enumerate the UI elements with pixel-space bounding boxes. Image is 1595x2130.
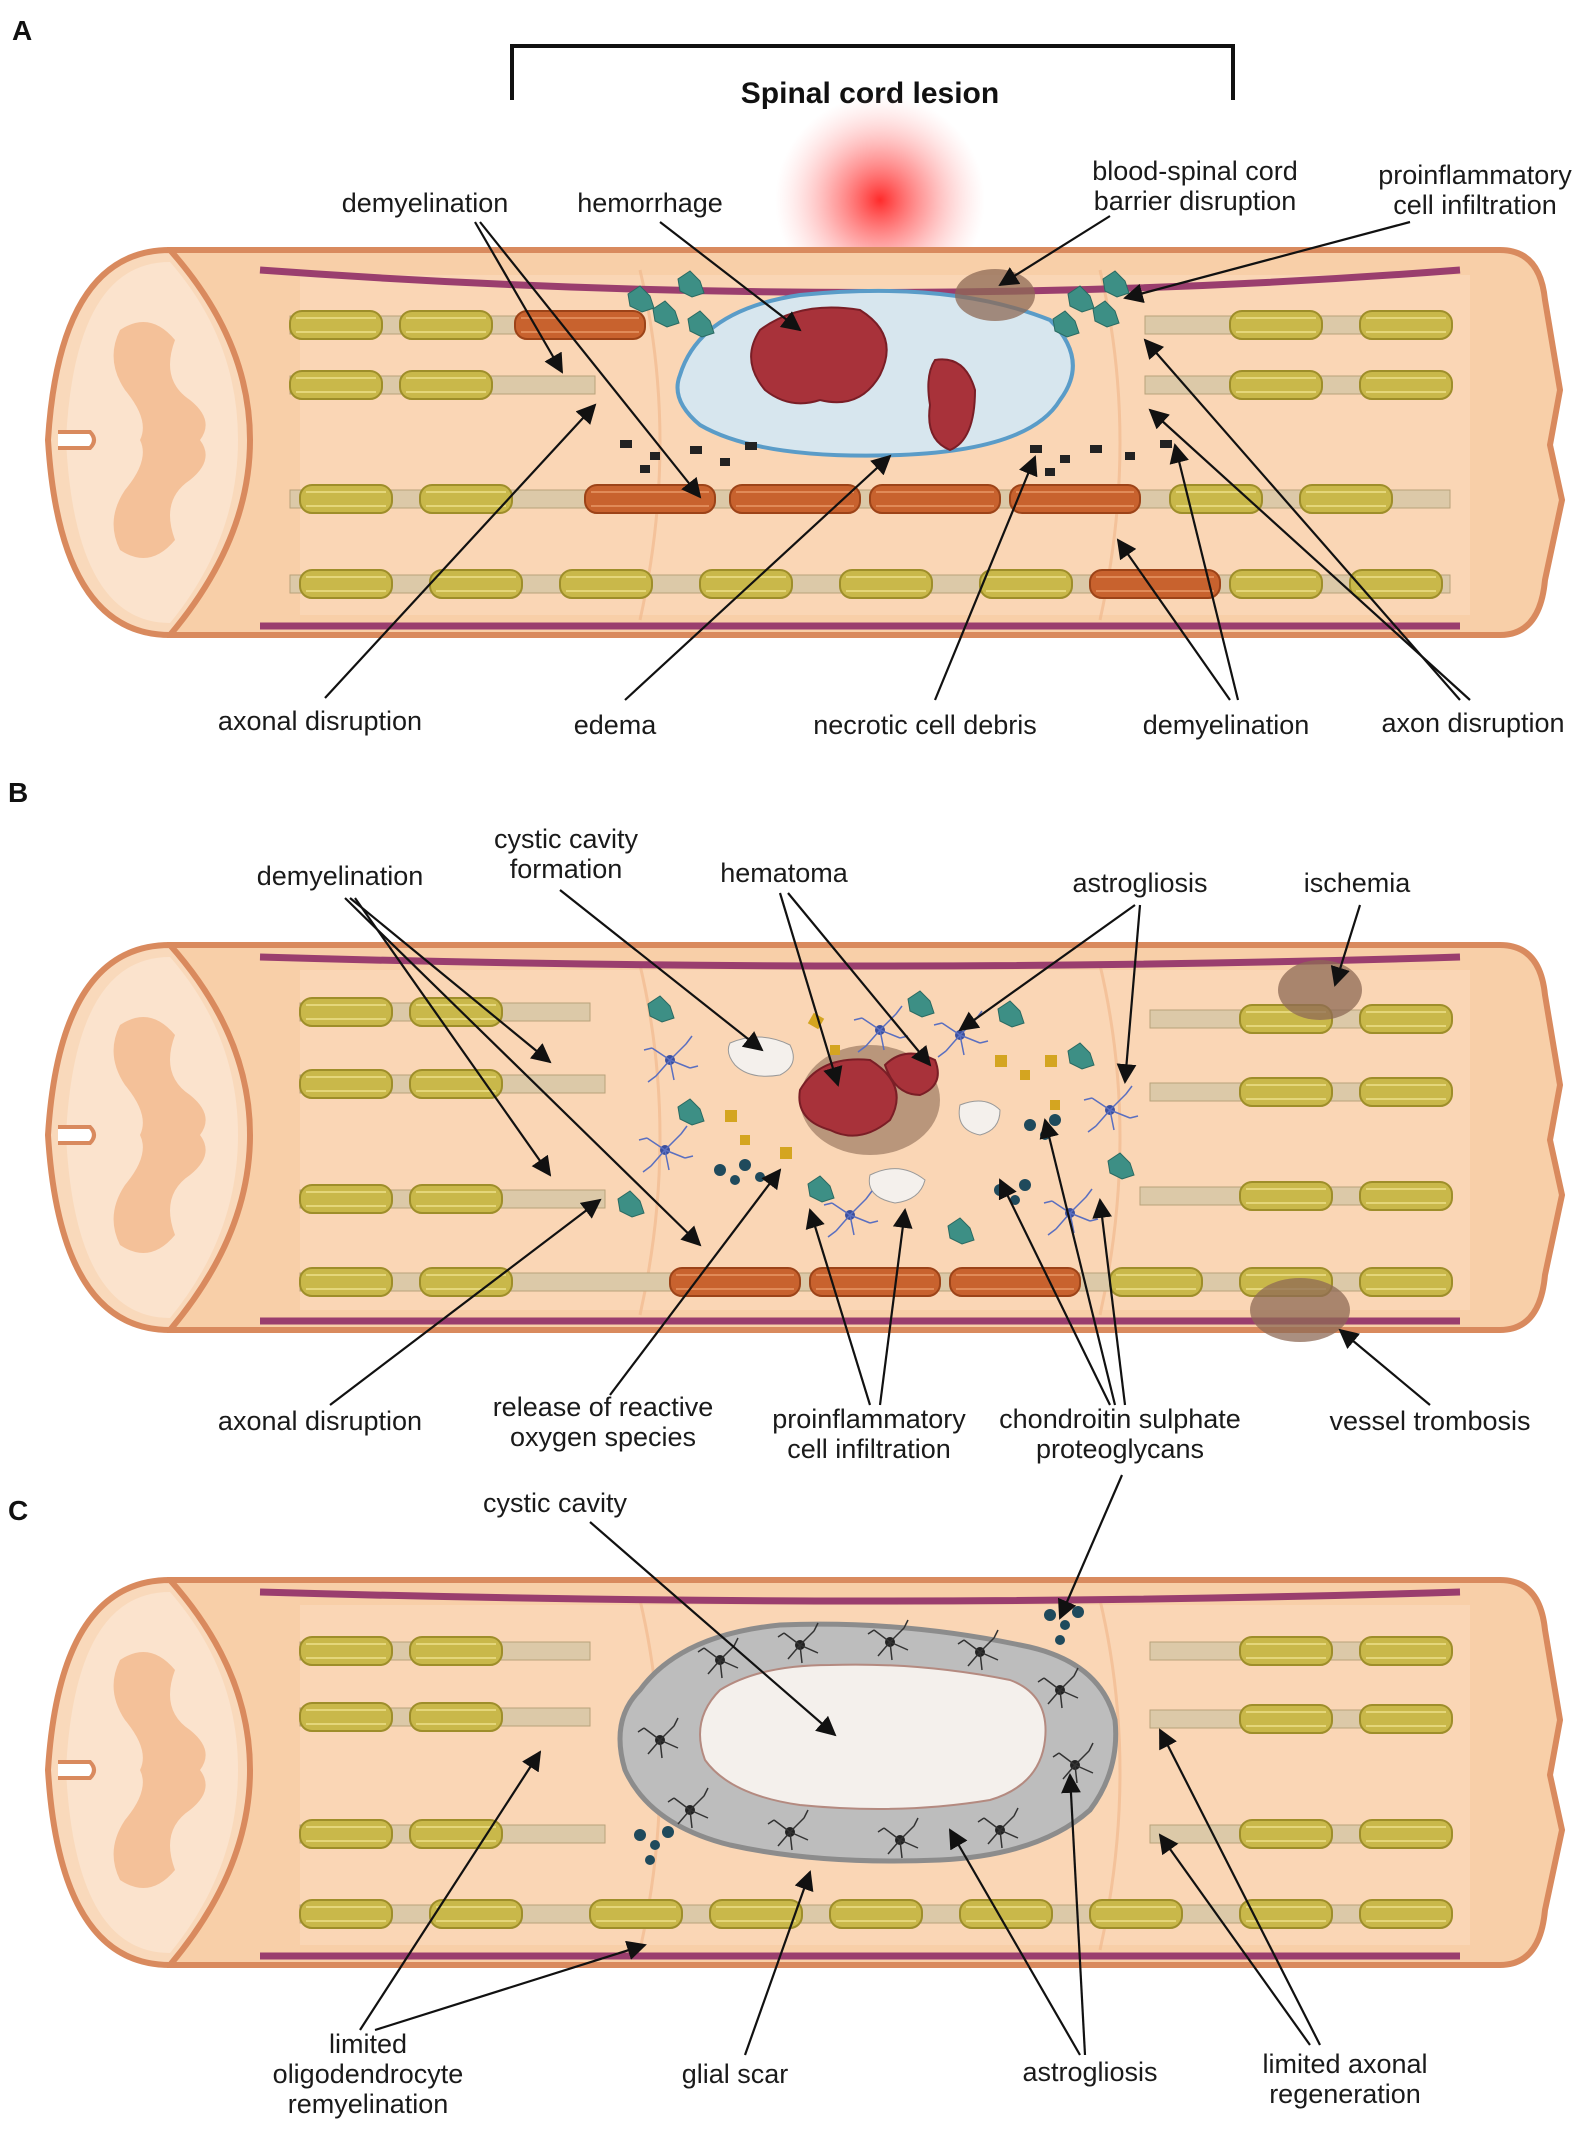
label-c-oligo-3: remyelination (288, 2089, 449, 2119)
cord-b (48, 945, 1562, 1342)
label-b-proinflam-1: proinflammatory (772, 1404, 966, 1434)
label-b-demyelination: demyelination (257, 861, 424, 891)
label-a-bscb-1: blood-spinal cord (1092, 156, 1298, 186)
panel-b-letter: B (8, 777, 28, 808)
label-b-cystic-2: formation (510, 854, 623, 884)
label-b-cspg-1: chondroitin sulphate (999, 1404, 1241, 1434)
label-c-oligo-2: oligodendrocyte (273, 2059, 464, 2089)
panel-c-letter: C (8, 1495, 28, 1526)
arrows-c (359, 1474, 1321, 2056)
label-a-proinflam-1: proinflammatory (1378, 160, 1572, 190)
label-a-edema: edema (574, 710, 658, 740)
label-c-astrogliosis: astrogliosis (1022, 2057, 1157, 2087)
panel-a: A Spinal cord lesion (12, 15, 1572, 740)
label-a-axonal-disruption: axonal disruption (218, 706, 422, 736)
hemorrhage-blob-2 (927, 358, 977, 452)
panel-a-letter: A (12, 15, 32, 46)
label-a-bscb-2: barrier disruption (1094, 186, 1297, 216)
thrombosis-region (1250, 1278, 1350, 1342)
label-c-oligo-1: limited (329, 2029, 407, 2059)
lesion-bracket (510, 44, 1235, 100)
label-a-hemorrhage: hemorrhage (577, 188, 723, 218)
label-b-astrogliosis: astrogliosis (1072, 868, 1207, 898)
label-a-proinflam-2: cell infiltration (1393, 190, 1557, 220)
label-c-glial-scar: glial scar (682, 2059, 789, 2089)
cystic-cavity (699, 1663, 1047, 1810)
arrows-a (324, 215, 1471, 701)
hemorrhage-blob (750, 306, 888, 405)
label-c-regen-1: limited axonal (1262, 2049, 1427, 2079)
label-a-axon-disruption: axon disruption (1381, 708, 1564, 738)
label-b-ros-1: release of reactive (493, 1392, 714, 1422)
label-b-cystic-1: cystic cavity (494, 824, 639, 854)
label-b-axonal-disruption: axonal disruption (218, 1406, 422, 1436)
label-b-ros-2: oxygen species (510, 1422, 696, 1452)
bscb-disruption (955, 269, 1035, 321)
label-a-demyelination-top: demyelination (342, 188, 509, 218)
label-a-necrotic: necrotic cell debris (813, 710, 1037, 740)
arrows-b (329, 889, 1431, 1406)
label-c-regen-2: regeneration (1269, 2079, 1421, 2109)
cord-a (48, 250, 1562, 635)
label-b-ischemia: ischemia (1304, 868, 1412, 898)
label-b-proinflam-2: cell infiltration (787, 1434, 951, 1464)
label-b-cspg-2: proteoglycans (1036, 1434, 1204, 1464)
cord-c (48, 1580, 1562, 1965)
label-c-cystic-cavity: cystic cavity (483, 1488, 628, 1518)
label-a-demyelination-bottom: demyelination (1143, 710, 1310, 740)
panel-c: C (8, 1474, 1562, 2119)
label-b-thrombosis: vessel trombosis (1329, 1406, 1530, 1436)
panel-b: B (8, 777, 1562, 1464)
label-b-hematoma: hematoma (720, 858, 849, 888)
ischemia-region (1278, 960, 1362, 1020)
